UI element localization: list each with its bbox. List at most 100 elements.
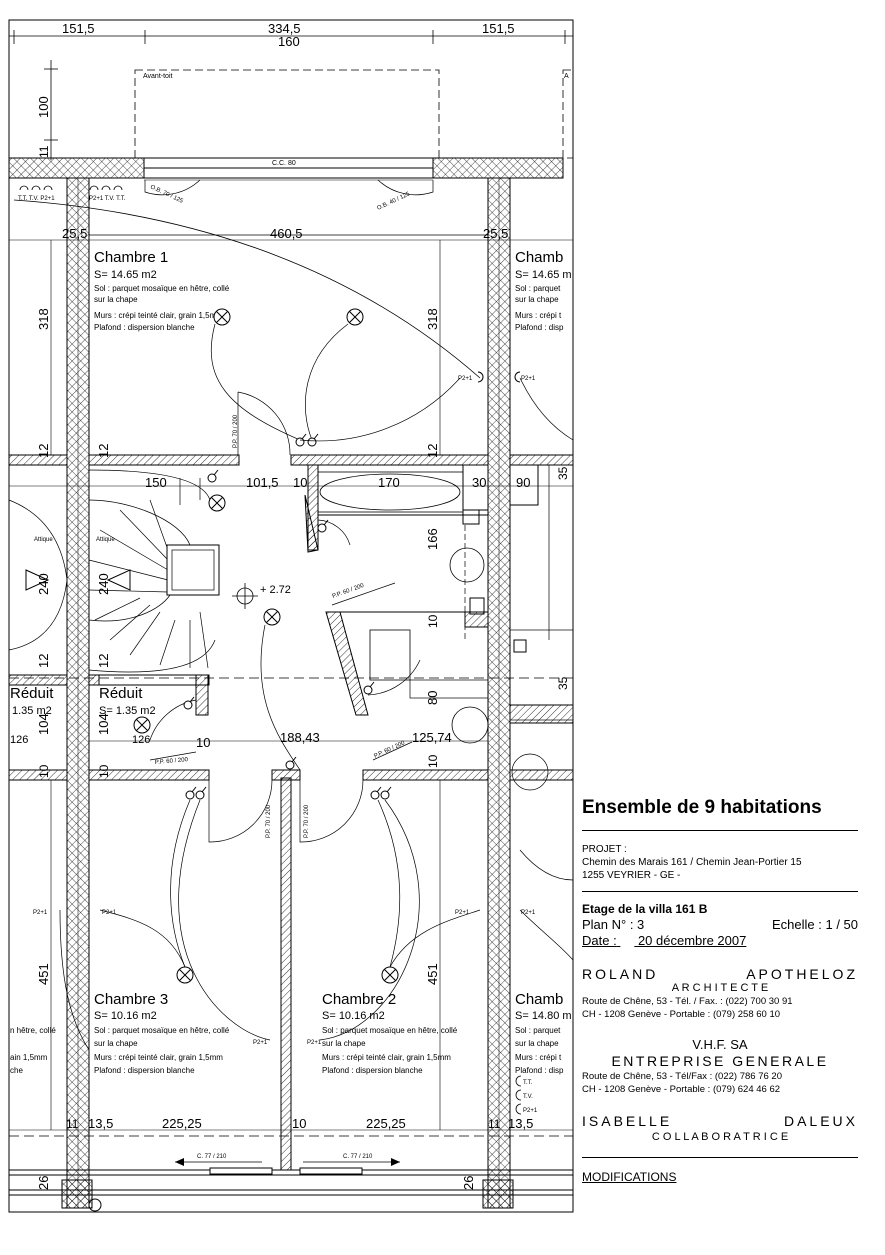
corridor-wall-bottom (8, 769, 574, 781)
switch-icon (207, 469, 219, 483)
room-right-name: Chamb (515, 249, 563, 266)
ceiling-light-icon (346, 308, 364, 326)
dim-460: 460,5 (270, 226, 303, 241)
switch-icon (185, 786, 197, 800)
socket-label: P2+1 (458, 376, 473, 382)
room-right-plafond: Plafond : disp (515, 323, 564, 332)
room-right-sol2: sur la chape (515, 295, 559, 304)
dim-top-left: 151,5 (62, 21, 95, 36)
dim-30: 30 (472, 475, 486, 490)
switch-icon (307, 433, 319, 447)
room-chambre-3-name: Chambre 3 (94, 991, 168, 1008)
svg-text:35: 35 (556, 466, 570, 480)
company-name: V.H.F. SA (692, 1037, 748, 1052)
window-label: C. 77 / 210 (343, 1154, 373, 1160)
room-right-bottom-sol: Sol : parquet (515, 1026, 561, 1035)
dim-25a: 25,5 (62, 226, 87, 241)
dim-12: 12 (425, 444, 440, 458)
label-attique: Attique (34, 537, 53, 543)
socket-label: P2+1 (521, 376, 536, 382)
corridor-wall-middle (8, 674, 210, 716)
room-chambre-2-sol2: sur la chape (322, 1039, 366, 1048)
dim-13: 13,5 (88, 1116, 113, 1131)
dim-10: 10 (196, 735, 210, 750)
door-label: P.P. 60 / 200 (373, 740, 406, 760)
date-value: 20 décembre 2007 (637, 933, 747, 948)
company-address-2: CH - 1208 Genève - Portable : (079) 624 … (582, 1084, 781, 1095)
svg-text:12: 12 (96, 654, 111, 668)
dim-240: 240 (36, 573, 51, 595)
north-wall (8, 157, 564, 181)
left-dimensions (44, 60, 58, 160)
dim-12: 12 (96, 444, 111, 458)
dim-10: 10 (426, 614, 440, 628)
window-label: C. 77 / 210 (197, 1154, 227, 1160)
dim-126: 126 (132, 734, 150, 746)
dim-451: 451 (36, 963, 51, 985)
room-chambre-2-area: S= 10.16 m2 (322, 1010, 385, 1022)
room-chambre-3-murs: Murs : crépi teinté clair, grain 1,5mm (94, 1053, 223, 1062)
switch-icon (183, 696, 195, 710)
socket-label: P2+1 (33, 910, 48, 916)
room-right-bottom-area: S= 14.80 m (515, 1010, 572, 1022)
projet-address-1: Chemin des Marais 161 / Chemin Jean-Port… (582, 857, 802, 868)
room-right-bottom-sol2: sur la chape (515, 1039, 559, 1048)
room-left-murs: ain 1,5mm (10, 1053, 48, 1062)
dim-left-100: 100 (36, 96, 51, 118)
switch-icon (317, 519, 329, 533)
room-right-sol: Sol : parquet (515, 284, 561, 293)
dim-12: 12 (36, 654, 51, 668)
svg-text:A: A (564, 73, 569, 80)
vertical-walls (66, 177, 511, 1209)
label-attique: Attique (96, 537, 115, 543)
room-reduit-left-area: 1.35 m2 (12, 705, 52, 717)
architect-last-name: APOTHELOZ (746, 966, 858, 982)
svg-text:240: 240 (96, 573, 111, 595)
architect-address-2: CH - 1208 Genève - Portable : (079) 258 … (582, 1009, 781, 1020)
scale: Echelle : 1 / 50 (772, 917, 858, 932)
dim-top-mid: 334,5 (268, 21, 301, 36)
corridor-wall-top (8, 454, 574, 466)
door-label: P.P. 60 / 200 (155, 757, 189, 766)
room-chambre-2-plafond: Plafond : dispersion blanche (322, 1066, 423, 1075)
dim-225: 225,25 (366, 1116, 406, 1131)
room-chambre-1-area: S= 14.65 m2 (94, 269, 157, 281)
room-left-plafond: che (10, 1066, 23, 1075)
projet-label: PROJET : (582, 844, 627, 855)
room-chambre-3-plafond: Plafond : dispersion blanche (94, 1066, 195, 1075)
room-reduit-name: Réduit (99, 685, 143, 702)
ceiling-light-icon (176, 966, 194, 984)
date-label: Date : (582, 933, 617, 948)
architect-role: A R C H I T E C T E (671, 982, 769, 994)
ceiling-light-icon (133, 716, 151, 734)
south-wall (9, 1167, 573, 1212)
dim-166: 166 (425, 528, 440, 550)
door-label: P.P. 70 / 200 (233, 414, 239, 448)
room-reduit-left-name: Réduit (10, 685, 54, 702)
socket-label: P2+1 (253, 1040, 268, 1046)
room-chambre-3-sol: Sol : parquet mosaïque en hêtre, collé (94, 1026, 230, 1035)
room-reduit-area: S= 1.35 m2 (99, 705, 156, 717)
switch-icon (363, 681, 375, 695)
dim-188: 188,43 (280, 730, 320, 745)
dim-451: 451 (425, 963, 440, 985)
door-label: P.P. 70 / 200 (304, 804, 310, 838)
room-chambre-1-sol2: sur la chape (94, 295, 138, 304)
dim-125: 125,74 (412, 730, 452, 745)
dim-170: 170 (378, 475, 400, 490)
staircase (8, 469, 216, 673)
svg-text:35: 35 (556, 676, 570, 690)
dim-11: 11 (66, 1117, 79, 1131)
dim-26: 26 (36, 1176, 51, 1190)
room-chambre-1-plafond: Plafond : dispersion blanche (94, 323, 195, 332)
floor-level: + 2.72 (260, 584, 291, 596)
socket-label: P2+1 (523, 1108, 538, 1114)
room-chambre-2-name: Chambre 2 (322, 991, 396, 1008)
room-right-bottom-murs: Murs : crépi t (515, 1053, 562, 1062)
socket-label: P2+1 (521, 910, 536, 916)
room-left-sol: n hêtre, collé (10, 1026, 56, 1035)
dim-top-right: 151,5 (482, 21, 515, 36)
room-right-area: S= 14.65 m (515, 269, 572, 281)
svg-text:126: 126 (10, 734, 28, 746)
